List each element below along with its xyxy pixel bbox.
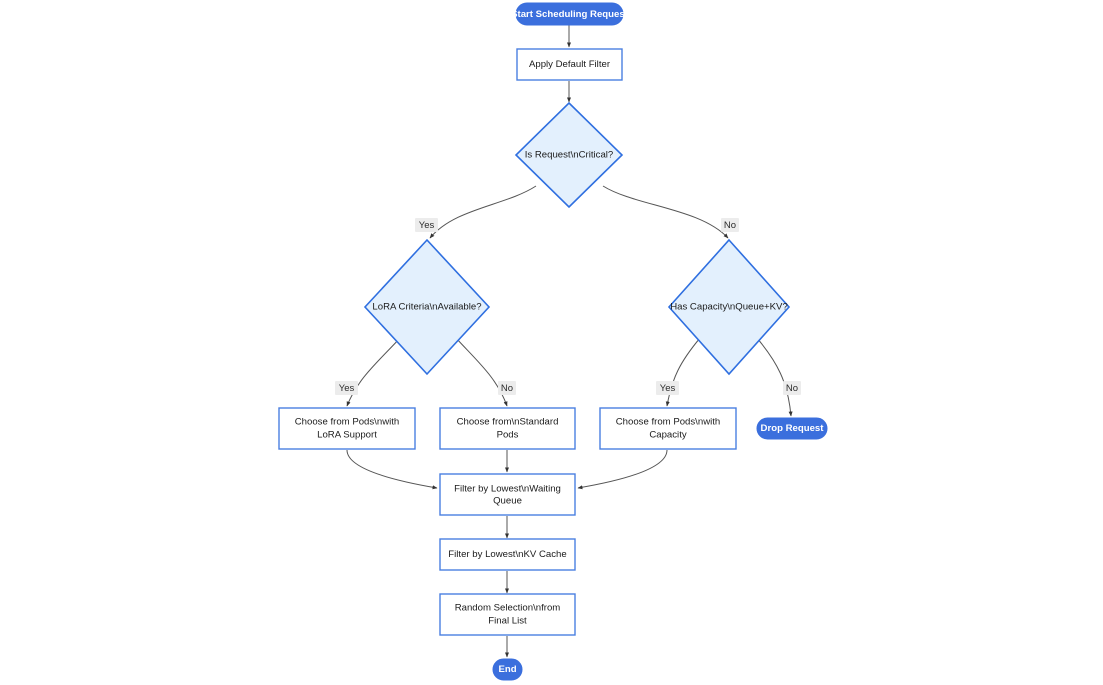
edge-capacity-no-to-drop-request (756, 337, 793, 417)
edge-label-lora-no-text: No (501, 383, 513, 394)
node-is-request-critical-shape[interactable] (514, 101, 624, 209)
edges-layer (346, 25, 793, 658)
node-apply-default-filter-label: Apply Default Filter (529, 59, 611, 70)
edge-labels-layer: Yes No Yes No Yes No (335, 218, 801, 395)
edge-label-critical-no-text: No (724, 220, 736, 231)
node-choose-pods-standard-label-line2: Pods (497, 430, 519, 441)
node-lora-criteria-available-label: LoRA Criteria\nAvailable? (372, 302, 481, 313)
edge-lora-no-to-pods-standard (455, 337, 508, 407)
node-lora-criteria-available[interactable]: LoRA Criteria\nAvailable? (363, 238, 491, 376)
edge-lora-yes-to-pods-lora (346, 337, 401, 407)
node-random-selection-label-line1: Random Selection\nfrom (455, 603, 561, 614)
node-lora-criteria-available-shape[interactable] (363, 238, 491, 376)
node-choose-pods-standard-label-line1: Choose from\nStandard (457, 417, 559, 428)
node-choose-pods-capacity-shape[interactable] (599, 407, 737, 450)
edge-label-lora-yes: Yes (335, 381, 358, 395)
node-choose-pods-capacity[interactable]: Choose from Pods\nwith Capacity (599, 407, 737, 450)
nodes-layer: Start Scheduling Request Apply Default F… (278, 2, 828, 681)
edge-label-capacity-no-text: No (786, 383, 798, 394)
node-choose-pods-lora[interactable]: Choose from Pods\nwith LoRA Support (278, 407, 416, 450)
node-filter-waiting-queue-label-line2: Queue (493, 496, 522, 507)
edge-capacity-yes-to-pods-capacity (665, 337, 701, 407)
edge-label-capacity-no: No (783, 381, 801, 395)
node-has-capacity-shape[interactable] (667, 238, 791, 376)
edge-label-lora-no: No (498, 381, 516, 395)
node-choose-pods-lora-shape[interactable] (278, 407, 416, 450)
node-filter-kv-cache[interactable]: Filter by Lowest\nKV Cache (439, 538, 576, 571)
edge-is-critical-yes-to-lora (429, 185, 537, 239)
edge-label-critical-yes: Yes (415, 218, 438, 232)
node-is-request-critical-label: Is Request\nCritical? (525, 150, 614, 161)
node-end-label: End (498, 664, 516, 675)
node-apply-default-filter-shape[interactable] (516, 48, 623, 81)
node-end[interactable]: End (492, 658, 523, 681)
node-drop-request-shape[interactable] (756, 417, 828, 440)
node-choose-pods-standard[interactable]: Choose from\nStandard Pods (439, 407, 576, 450)
node-drop-request[interactable]: Drop Request (756, 417, 828, 440)
node-has-capacity-label: Has Capacity\nQueue+KV? (670, 302, 788, 313)
edge-label-critical-yes-text: Yes (419, 220, 435, 231)
node-start[interactable]: Start Scheduling Request (511, 2, 629, 26)
edge-label-capacity-yes-text: Yes (660, 383, 676, 394)
edge-label-critical-no: No (721, 218, 739, 232)
node-filter-waiting-queue[interactable]: Filter by Lowest\nWaiting Queue (439, 473, 576, 516)
node-choose-pods-capacity-label-line1: Choose from Pods\nwith (616, 417, 721, 428)
node-start-label: Start Scheduling Request (511, 9, 629, 20)
node-is-request-critical[interactable]: Is Request\nCritical? (514, 101, 624, 209)
edge-pods-capacity-to-filter-queue (577, 449, 668, 490)
node-filter-kv-cache-shape[interactable] (439, 538, 576, 571)
node-apply-default-filter[interactable]: Apply Default Filter (516, 48, 623, 81)
node-random-selection-label-line2: Final List (488, 616, 527, 627)
edge-is-critical-no-to-capacity (602, 185, 729, 239)
node-filter-waiting-queue-shape[interactable] (439, 473, 576, 516)
node-filter-waiting-queue-label-line1: Filter by Lowest\nWaiting (454, 484, 561, 495)
node-random-selection-shape[interactable] (439, 593, 576, 636)
node-choose-pods-lora-label-line2: LoRA Support (317, 430, 377, 441)
node-has-capacity[interactable]: Has Capacity\nQueue+KV? (667, 238, 791, 376)
node-choose-pods-capacity-label-line2: Capacity (649, 430, 687, 441)
node-end-shape[interactable] (492, 658, 523, 681)
edge-label-lora-yes-text: Yes (339, 383, 355, 394)
node-drop-request-label: Drop Request (761, 423, 825, 434)
edge-label-capacity-yes: Yes (656, 381, 679, 395)
node-start-shape[interactable] (515, 2, 624, 26)
node-filter-kv-cache-label: Filter by Lowest\nKV Cache (448, 549, 566, 560)
node-random-selection[interactable]: Random Selection\nfrom Final List (439, 593, 576, 636)
edge-pods-lora-to-filter-queue (346, 449, 438, 490)
node-choose-pods-standard-shape[interactable] (439, 407, 576, 450)
node-choose-pods-lora-label-line1: Choose from Pods\nwith (295, 417, 400, 428)
